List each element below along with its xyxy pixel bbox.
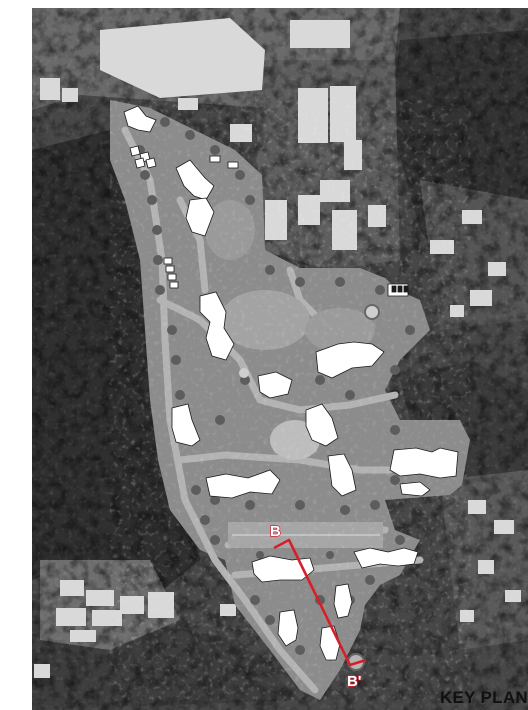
section-cut-line (273, 538, 367, 667)
building-footprints (123, 105, 459, 661)
section-label-start: B (270, 523, 281, 540)
key-plan-title: KEY PLAN (439, 688, 528, 707)
section-label-end: B' (347, 673, 361, 690)
section-line-b: B B' (269, 522, 367, 691)
